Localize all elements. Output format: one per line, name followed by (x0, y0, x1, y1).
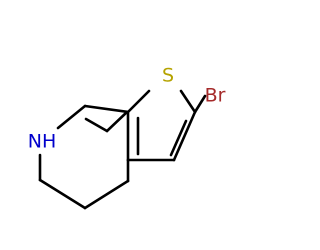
bond-c7-to-c7a (83, 104, 130, 114)
bond-c2-to-c3 (172, 110, 197, 162)
bond-c2-to-c3-inner (169, 119, 188, 157)
bond-c7-to-nh (56, 104, 87, 130)
bond-ch2-bottom-to-ch2-right (83, 179, 130, 210)
bromine-atom-label: Br (205, 85, 226, 107)
bond-s-to-c2 (179, 89, 197, 114)
bond-ch2-ring-top-to-nh (84, 117, 109, 133)
nitrogen-atom-label: NH (28, 131, 57, 153)
bond-c7a-to-s (126, 89, 151, 114)
bond-c2-to-br (193, 94, 207, 114)
bond-ch2-lower-to-ch2-bottom (38, 178, 87, 210)
sulfur-atom-label: S (162, 65, 174, 87)
bond-ch2-ring-top-to-c7a (105, 110, 129, 133)
molecule-structure: S Br NH (28, 65, 226, 210)
